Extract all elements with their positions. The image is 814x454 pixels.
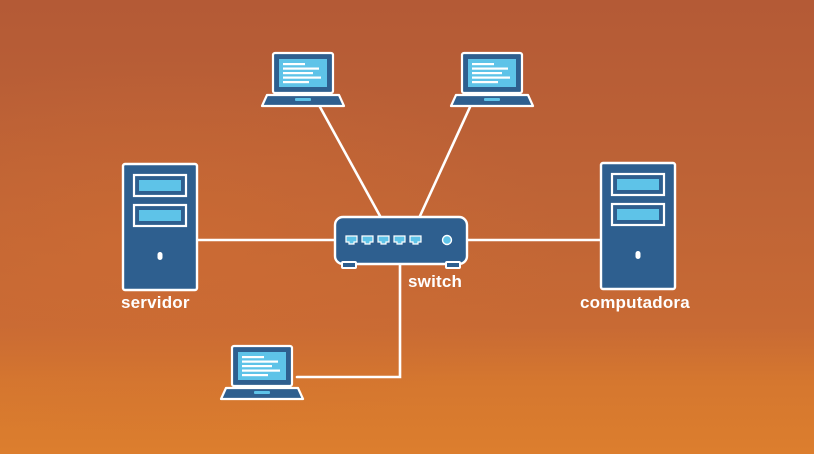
link-switch-laptop-1 — [318, 105, 382, 218]
network-links — [194, 105, 604, 379]
laptop-icon — [449, 51, 535, 108]
desktop-tower-icon — [599, 161, 677, 291]
network-switch-icon — [333, 215, 469, 269]
link-switch-laptop-2 — [418, 105, 472, 218]
switch-label: switch — [408, 272, 463, 291]
link-switch-laptop-3 — [295, 263, 402, 379]
laptop-icon — [219, 344, 305, 401]
server-tower-icon — [121, 162, 199, 292]
laptop-icon — [260, 51, 346, 108]
switch-ports — [345, 235, 422, 245]
computer-label: computadora — [580, 293, 690, 312]
server-label: servidor — [121, 293, 190, 312]
